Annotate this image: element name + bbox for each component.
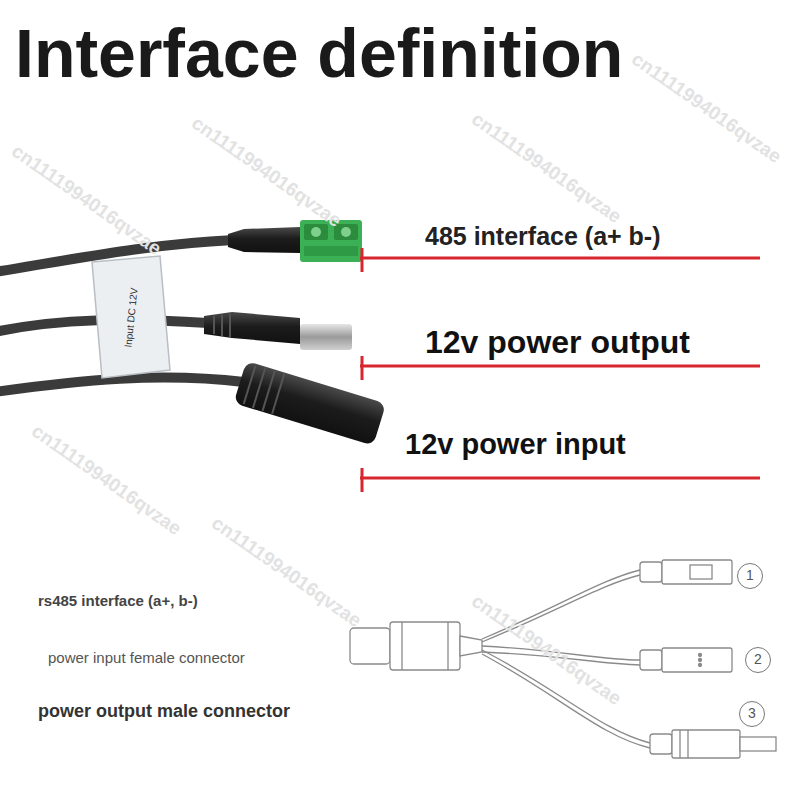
- callout-circle: 2: [745, 647, 771, 673]
- callout-number: 3: [748, 706, 756, 721]
- watermark-text: cn1111994016qvzae: [187, 112, 345, 232]
- part-description: power input female connector: [48, 649, 245, 666]
- watermark-text: cn1111994016qvzae: [207, 512, 365, 632]
- callout-circle: 1: [737, 563, 763, 589]
- dc-male-plug: [204, 312, 352, 350]
- sticker-text: Input DC 12V: [122, 287, 139, 348]
- interface-label: 12v power output: [425, 324, 690, 361]
- interface-label: 12v power input: [405, 428, 626, 461]
- sticker-label: Input DC 12V: [120, 282, 142, 351]
- line-drawing: [350, 560, 776, 758]
- callout-number: 1: [746, 568, 754, 583]
- interface-label: 485 interface (a+ b-): [425, 222, 661, 251]
- diagram-title: Interface definition: [15, 14, 623, 92]
- watermark-text: cn1111994016qvzae: [627, 48, 785, 168]
- callout-circle: 3: [739, 701, 765, 727]
- watermark-text: cn1111994016qvzae: [7, 140, 165, 260]
- watermark-text: cn1111994016qvzae: [467, 108, 625, 228]
- callout-number: 2: [754, 652, 762, 667]
- watermark-text: cn1111994016qvzae: [467, 590, 625, 710]
- watermark-text: cn1111994016qvzae: [27, 420, 185, 540]
- pointer-lines: [360, 248, 760, 492]
- part-description: rs485 interface (a+, b-): [38, 592, 198, 609]
- rs485-connector: [228, 220, 362, 262]
- sticker-band: [92, 256, 170, 378]
- part-description: power output male connector: [38, 701, 290, 722]
